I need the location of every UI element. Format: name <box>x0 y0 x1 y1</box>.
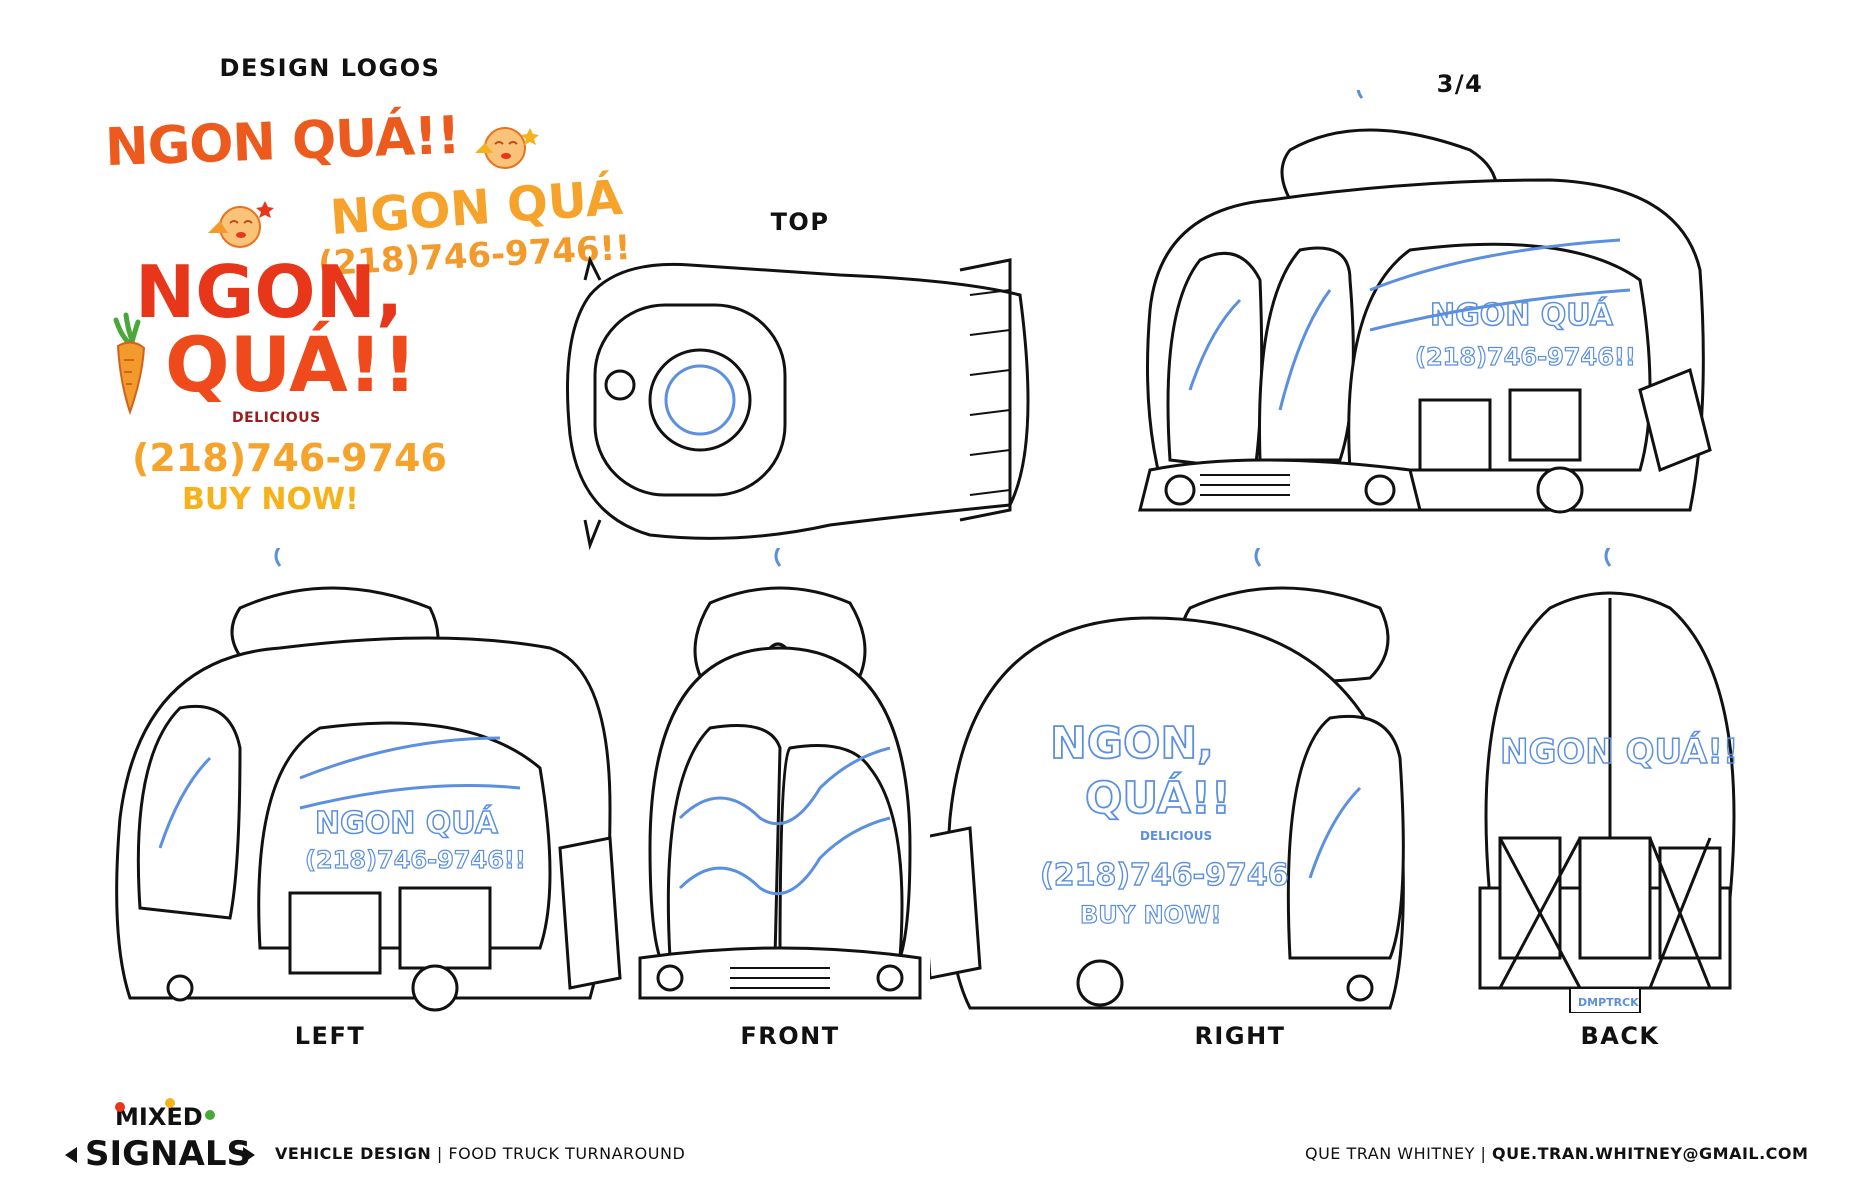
author-caption: QUE TRAN WHITNEY | QUE.TRAN.WHITNEY@GMAI… <box>1305 1144 1808 1163</box>
logo-qua-big: QUÁ!! <box>165 320 418 409</box>
truck-left-view: NGON QUÁ (218)746-9746!! <box>115 548 622 1012</box>
truck-top-view <box>566 255 1030 551</box>
project-type: VEHICLE DESIGN <box>275 1144 432 1163</box>
left-view-label: LEFT <box>294 1022 366 1050</box>
mascot-icon <box>475 127 539 169</box>
logo-buy-now: BUY NOW! <box>182 482 359 517</box>
truck-back-view: NGON QUÁ!! DMPTRCK <box>1478 548 1739 1013</box>
logo-ngon-qua-1: NGON QUÁ!! <box>104 105 461 179</box>
right-truck-name-line1: NGON, <box>1050 718 1214 769</box>
logo-ngon-big: NGON, <box>135 250 404 334</box>
truck-front-view <box>638 548 922 1000</box>
right-truck-phone: (218)746-9746 <box>1040 858 1289 893</box>
back-dumptruck-label: DMPTRCK <box>1578 996 1639 1009</box>
project-caption: VEHICLE DESIGN | FOOD TRUCK TURNAROUND <box>275 1144 685 1163</box>
truck-three-quarter-view: NGON QUÁ (218)746-9746!! <box>1138 90 1712 514</box>
mascot-icon <box>208 201 274 248</box>
carrot-icon <box>113 312 146 416</box>
author-email[interactable]: QUE.TRAN.WHITNEY@GMAIL.COM <box>1492 1144 1809 1163</box>
right-truck-name-line2: QUÁ!! <box>1085 771 1231 824</box>
logo-delicious-tagline: DELICIOUS <box>232 410 321 426</box>
brand-logo-line2: SIGNALS <box>85 1134 251 1174</box>
three-quarter-view-label: 3/4 <box>1436 70 1484 98</box>
back-view-label: BACK <box>1580 1022 1660 1050</box>
right-truck-tagline: DELICIOUS <box>1140 829 1212 843</box>
three-quarter-truck-phone: (218)746-9746!! <box>1415 343 1636 371</box>
right-view-label: RIGHT <box>1194 1022 1286 1050</box>
front-view-label: FRONT <box>740 1022 840 1050</box>
truck-right-view: NGON, QUÁ!! DELICIOUS (218)746-9746 BUY … <box>930 548 1405 1010</box>
project-separator: | <box>436 1144 443 1163</box>
right-truck-cta: BUY NOW! <box>1080 901 1221 929</box>
logo-phone-3: (218)746-9746 <box>132 436 447 480</box>
brand-logo-line1: MIXED <box>115 1103 203 1131</box>
author-name: QUE TRAN WHITNEY <box>1305 1144 1475 1163</box>
top-view-label: TOP <box>770 208 830 236</box>
project-title: FOOD TRUCK TURNAROUND <box>448 1144 686 1163</box>
left-truck-phone: (218)746-9746!! <box>305 846 526 874</box>
design-logos-heading: DESIGN LOGOS <box>219 54 441 82</box>
three-quarter-truck-name: NGON QUÁ <box>1430 297 1614 333</box>
mixed-signals-logo: MIXED SIGNALS <box>65 1098 255 1174</box>
author-separator: | <box>1480 1144 1487 1163</box>
left-truck-name: NGON QUÁ <box>315 805 499 841</box>
back-truck-name: NGON QUÁ!! <box>1500 731 1738 772</box>
